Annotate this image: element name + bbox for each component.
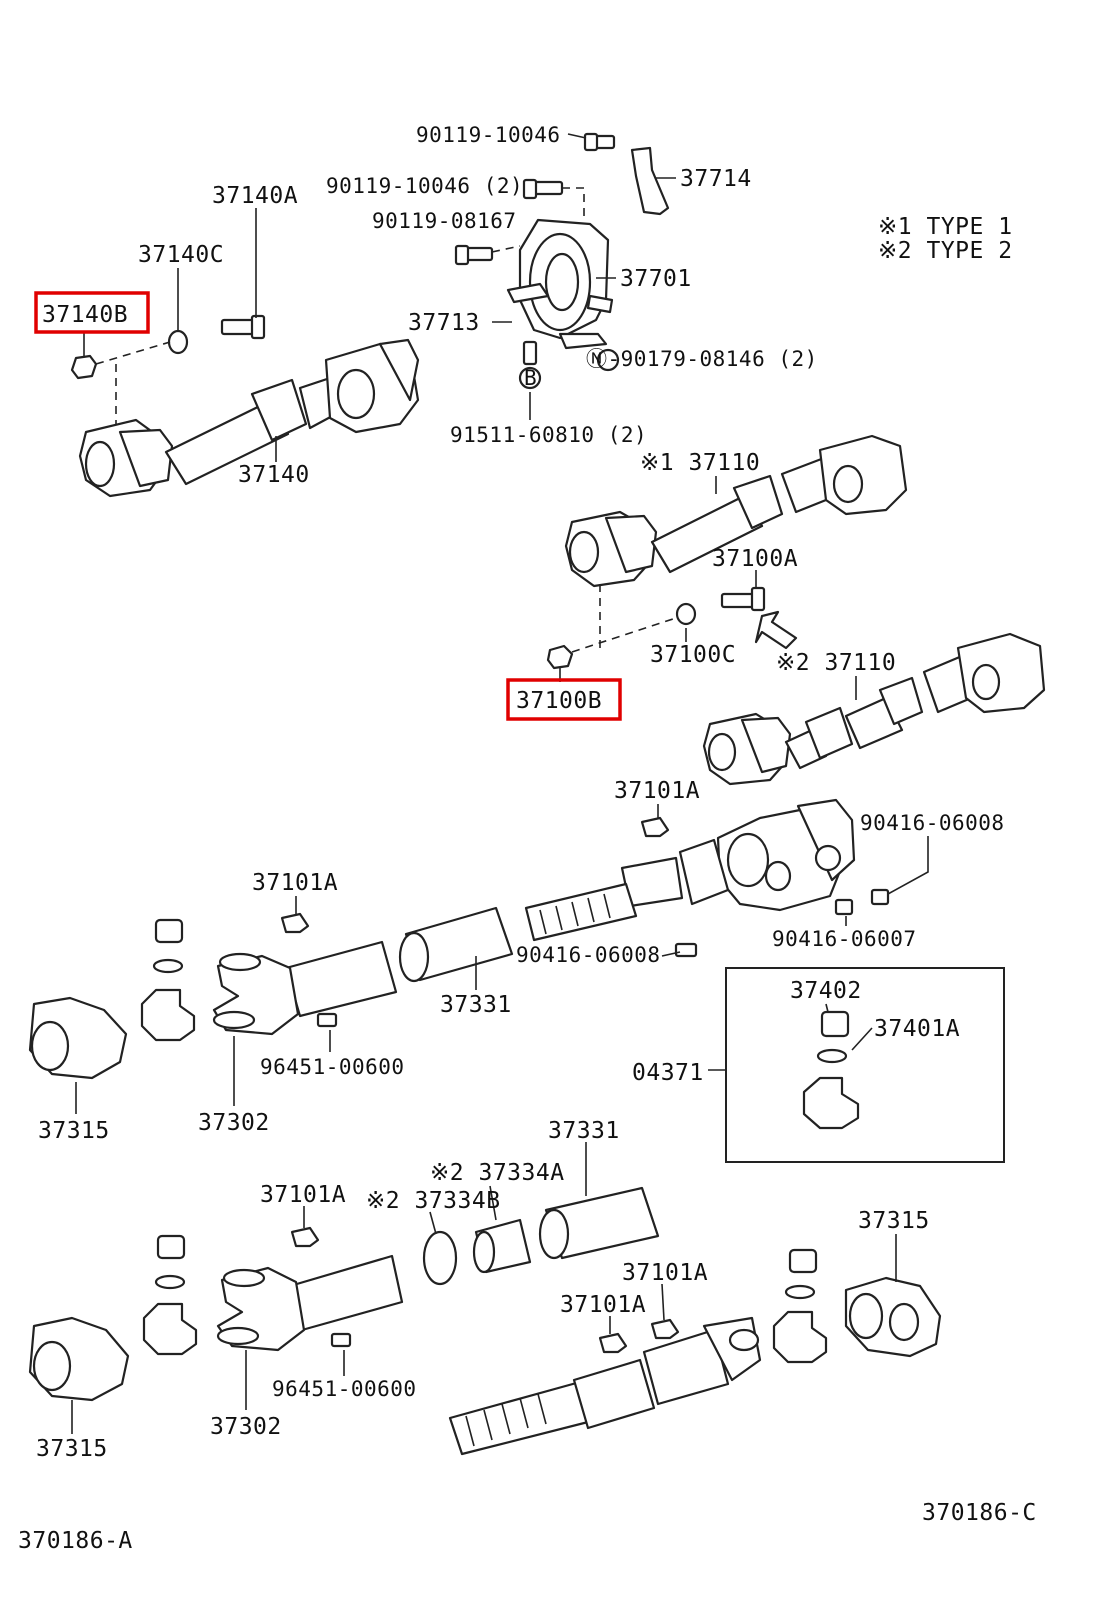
label-37302-2: 37302 — [210, 1414, 282, 1440]
figure-code-left: 370186-A — [18, 1528, 133, 1554]
label-96451-00600-2: 96451-00600 — [272, 1377, 417, 1401]
bolt-90119-10046-2 — [522, 178, 564, 200]
label-04371: 04371 — [632, 1060, 704, 1086]
label-37302-1: 37302 — [198, 1110, 270, 1136]
label-37140: 37140 — [238, 462, 310, 488]
part-labels: 90119-10046 37714 90119-10046 (2) 37140A… — [34, 123, 1005, 1462]
label-37401A: 37401A — [874, 1016, 960, 1042]
clip-37101A-e — [650, 1318, 680, 1340]
label-37701: 37701 — [620, 266, 692, 292]
spider-a — [140, 988, 196, 1042]
label-37101A-2: 37101A — [252, 870, 338, 896]
label-37713: 37713 — [408, 310, 480, 336]
spider-b — [142, 1302, 198, 1356]
exploded-shaft-upper — [28, 798, 890, 1080]
legend-type1: ※1 TYPE 1 — [878, 214, 1013, 240]
leader-lines — [71, 133, 929, 1434]
bolt-90119-08167 — [454, 244, 494, 266]
label-37334A: ※2 37334A — [430, 1160, 565, 1186]
label-90119-10046-2: 90119-10046 (2) — [326, 174, 523, 198]
highlight-37100B — [506, 678, 622, 721]
bracket-37714 — [630, 146, 670, 216]
bolt-90119-10046 — [583, 132, 616, 152]
label-37315-2: 37315 — [858, 1208, 930, 1234]
type-legend: ※1 TYPE 1 ※2 TYPE 2 — [878, 214, 1013, 264]
label-37331-1: 37331 — [440, 992, 512, 1018]
b-marker-icon — [518, 366, 542, 390]
clip-37101A-a — [640, 816, 670, 838]
washer-37100C — [675, 602, 697, 626]
nut-37100B — [546, 644, 574, 670]
label-37110-type2: ※2 37110 — [776, 650, 896, 676]
label-96451-00600-1: 96451-00600 — [260, 1055, 405, 1079]
nut-37140B — [70, 354, 98, 380]
label-37101A-1: 37101A — [614, 778, 700, 804]
label-37100A: 37100A — [712, 546, 798, 572]
bolt-37100A — [720, 586, 766, 612]
propeller-shaft-37110-type1 — [564, 434, 908, 588]
propeller-shaft-37110-type2 — [702, 632, 1046, 786]
label-37100B: 37100B — [516, 688, 602, 714]
center-bearing-37701 — [506, 218, 614, 350]
bolt-91511-60810 — [522, 340, 538, 366]
bearing-cup-a — [154, 918, 184, 944]
n-marker-icon — [596, 348, 620, 372]
b-marker-text: B — [524, 366, 537, 390]
clip-37101A-d — [598, 1332, 628, 1354]
label-90119-08167: 90119-08167 — [372, 209, 517, 233]
label-37334B: ※2 37334B — [366, 1188, 501, 1214]
exploded-shaft-lower — [28, 1186, 942, 1456]
label-37402: 37402 — [790, 978, 862, 1004]
bolt-37140A — [220, 314, 266, 340]
label-37315-1: 37315 — [38, 1118, 110, 1144]
label-90416-06008-2: 90416-06008 — [516, 943, 661, 967]
spider-c — [772, 1310, 828, 1364]
label-37140B: 37140B — [42, 302, 128, 328]
clamp-37334B — [422, 1230, 458, 1286]
label-37315-3: 37315 — [36, 1436, 108, 1462]
propeller-shaft-37140 — [70, 314, 420, 498]
highlight-37140B — [34, 291, 150, 334]
bearing-cup-37402 — [820, 1010, 850, 1038]
washer-37140C — [167, 329, 189, 355]
label-90416-06007: 90416-06007 — [772, 927, 917, 951]
label-90179-08146: Ⓝ-90179-08146 (2) — [586, 347, 818, 371]
direction-arrow-icon — [754, 610, 798, 650]
label-91511-60810: 91511-60810 (2) — [450, 423, 647, 447]
label-37714: 37714 — [680, 166, 752, 192]
label-37140A: 37140A — [212, 183, 298, 209]
figure-code-right: 370186-C — [922, 1500, 1037, 1526]
label-37100C: 37100C — [650, 642, 736, 668]
label-37101A-5: 37101A — [560, 1292, 646, 1318]
label-37101A-3: 37101A — [260, 1182, 346, 1208]
grease-fitting-96451-00600-a — [316, 1012, 338, 1028]
bolt-90416-06007 — [834, 898, 854, 916]
center-bearing-group: B — [454, 132, 670, 390]
bolt-90416-06008-a — [870, 888, 890, 906]
bolt-90416-06008-b — [674, 942, 698, 958]
kit-04371-box — [708, 967, 1005, 1163]
label-37110-type1: ※1 37110 — [640, 450, 760, 476]
label-90119-10046: 90119-10046 — [416, 123, 561, 147]
label-37331-2: 37331 — [548, 1118, 620, 1144]
clip-37101A-b — [280, 912, 310, 934]
seal-37401A — [816, 1048, 848, 1064]
label-90416-06008-1: 90416-06008 — [860, 811, 1005, 835]
grease-fitting-96451-00600-b — [330, 1332, 352, 1348]
label-37140C: 37140C — [138, 242, 224, 268]
label-37101A-4: 37101A — [622, 1260, 708, 1286]
clip-37101A-c — [290, 1226, 320, 1248]
fastener-set-37100 — [546, 584, 798, 670]
legend-type2: ※2 TYPE 2 — [878, 238, 1013, 264]
spider-kit — [802, 1076, 860, 1130]
